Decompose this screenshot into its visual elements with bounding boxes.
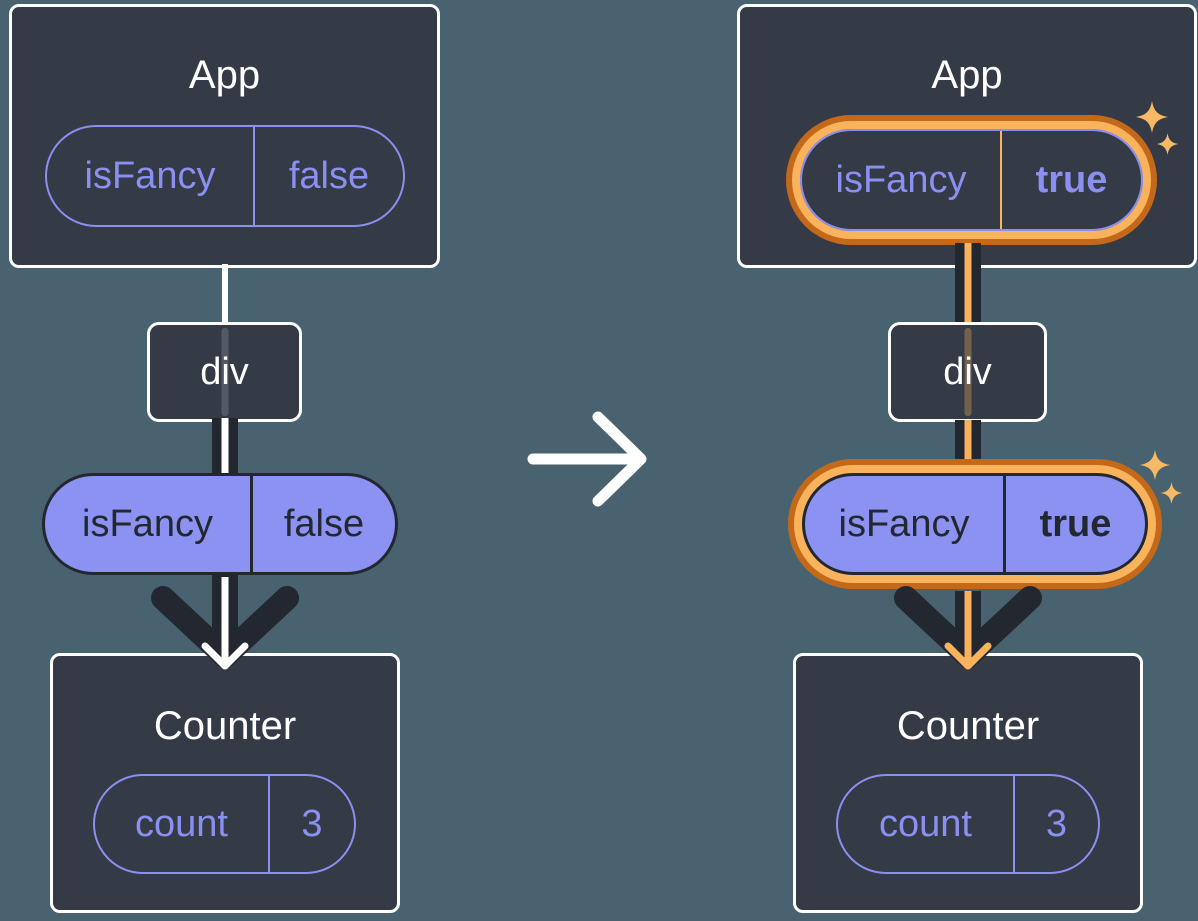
- state-value: false: [288, 154, 370, 197]
- right-app-card: App isFancy true: [737, 4, 1197, 268]
- left-counter-card: Counter count 3: [50, 653, 400, 913]
- right-div-card: div: [888, 322, 1047, 422]
- state-value: 3: [301, 802, 323, 845]
- left-app-title: App: [188, 53, 261, 97]
- prop-value: true: [1039, 502, 1112, 545]
- left-counter-state-pill: count 3: [93, 774, 356, 874]
- left-prop-pill: isFancy false: [42, 473, 398, 575]
- sparkle-icon: [1160, 482, 1183, 504]
- left-counter-title: Counter: [153, 704, 297, 748]
- left-div-label: div: [200, 350, 249, 393]
- sparkle-icon: [1156, 133, 1179, 155]
- state-name: count: [95, 776, 270, 872]
- right-div-thread-line: [964, 328, 971, 416]
- prop-value: false: [283, 502, 365, 545]
- right-counter-state-pill: count 3: [836, 774, 1100, 874]
- left-div-card: div: [147, 322, 302, 422]
- state-name: isFancy: [802, 131, 1002, 229]
- state-value: 3: [1045, 802, 1068, 845]
- state-name: count: [838, 776, 1015, 872]
- right-app-state-pill: isFancy true: [800, 129, 1143, 231]
- right-app-title: App: [931, 53, 1003, 97]
- state-name: isFancy: [47, 127, 255, 225]
- sparkle-icon: [1135, 100, 1169, 134]
- left-app-state-pill: isFancy false: [45, 125, 405, 227]
- state-value: true: [1035, 158, 1108, 201]
- left-app-card: App isFancy false: [9, 4, 440, 268]
- left-div-thread-line: [221, 328, 228, 416]
- prop-name: isFancy: [45, 476, 253, 572]
- sparkle-icon: [1139, 449, 1171, 481]
- right-counter-title: Counter: [896, 704, 1040, 748]
- right-prop-pill: isFancy true: [802, 473, 1148, 575]
- right-counter-card: Counter count 3: [793, 653, 1143, 913]
- prop-name: isFancy: [805, 476, 1006, 572]
- right-div-label: div: [943, 350, 992, 393]
